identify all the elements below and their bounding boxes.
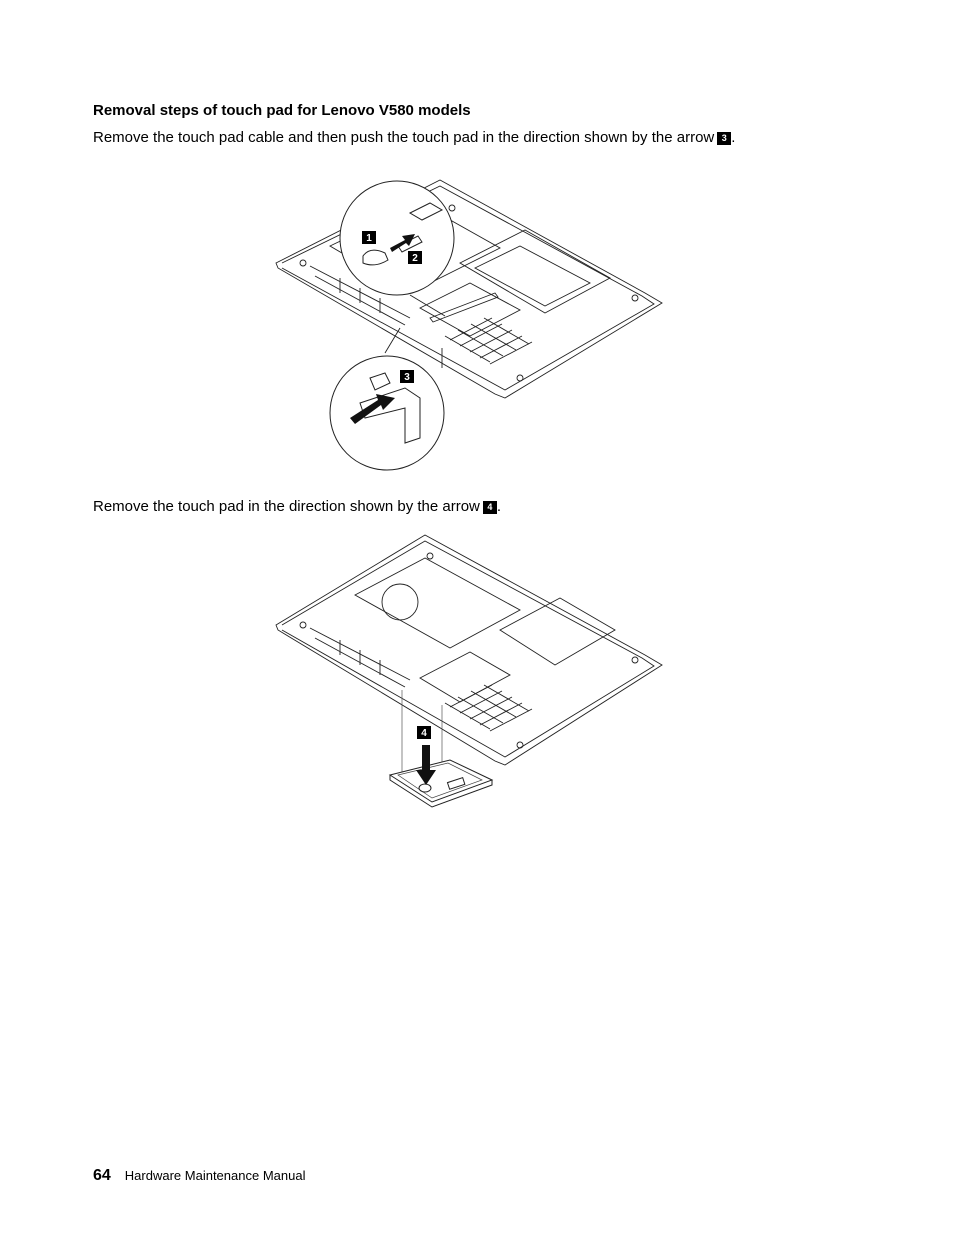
- section-heading: Removal steps of touch pad for Lenovo V5…: [93, 102, 471, 119]
- touchpad-module: [388, 759, 494, 808]
- down-arrow-icon: [416, 745, 436, 785]
- step-1-suffix: .: [731, 129, 736, 146]
- magnified-view-connector: 1 2: [339, 180, 455, 317]
- step-2-suffix: .: [496, 498, 502, 515]
- callout-2-label: 2: [412, 253, 418, 264]
- palm-rest-drawing-2: [275, 534, 663, 766]
- figure-touchpad-removal: 4: [275, 534, 663, 808]
- step-instruction-2: Remove the touch pad in the direction sh…: [93, 498, 501, 515]
- step-2-text: Remove the touch pad in the direction sh…: [93, 498, 480, 515]
- magnified-view-push: 3: [329, 327, 445, 471]
- callout-3-label: 3: [404, 372, 410, 383]
- callout-4-label: 4: [421, 728, 427, 739]
- step-instruction-1: Remove the touch pad cable and then push…: [93, 129, 735, 146]
- page-number: 64: [93, 1167, 111, 1184]
- callout-1-badge: [362, 231, 376, 244]
- push-arrow-icon: [350, 394, 395, 424]
- step-2-badge: 4: [482, 501, 497, 514]
- palm-rest-drawing: [275, 179, 663, 399]
- arrow-icon: [390, 234, 415, 252]
- callout-2-badge: [408, 251, 422, 264]
- page-footer: 64 Hardware Maintenance Manual: [93, 1167, 305, 1185]
- callout-1-label: 1: [366, 233, 372, 244]
- step-1-badge: 3: [717, 132, 732, 145]
- figure-cable-removal: 1 2 3: [275, 179, 663, 471]
- callout-3-badge: [400, 370, 414, 383]
- callout-4-badge: [417, 726, 431, 739]
- manual-title: Hardware Maintenance Manual: [124, 1168, 306, 1183]
- step-1-text: Remove the touch pad cable and then push…: [93, 129, 715, 146]
